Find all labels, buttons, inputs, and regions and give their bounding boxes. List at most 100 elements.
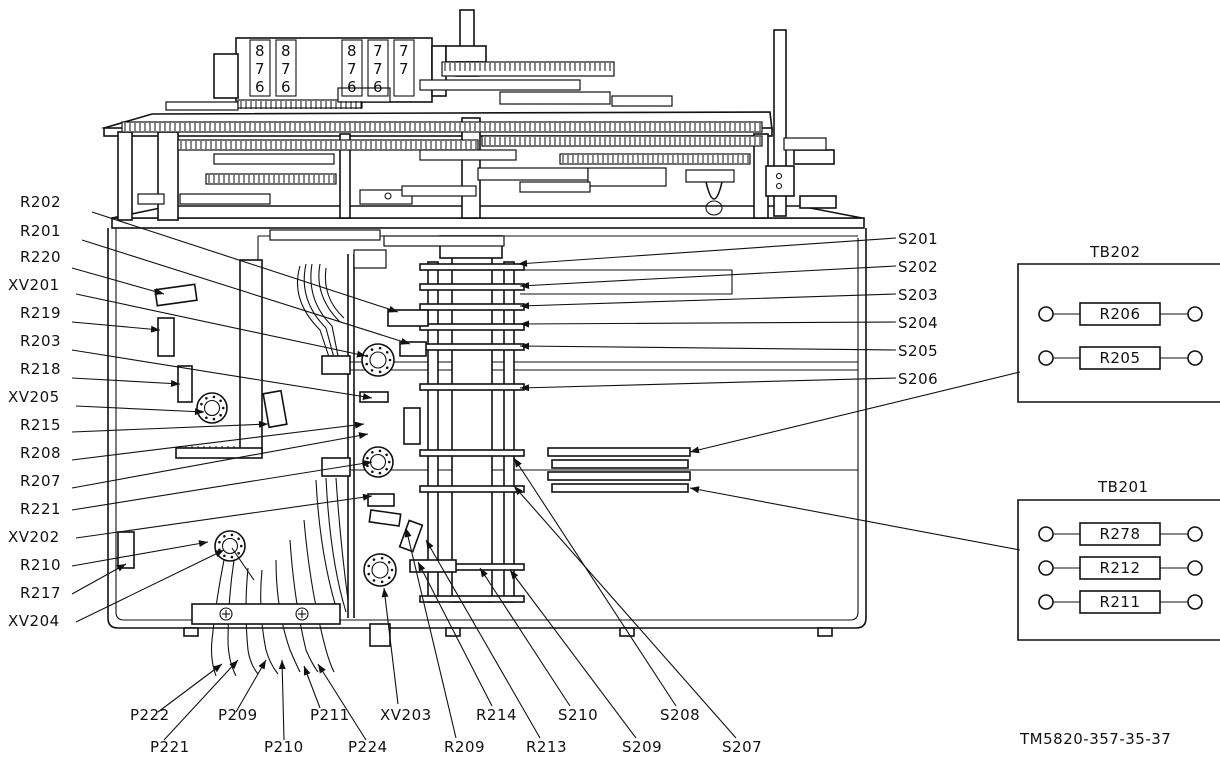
leader-xv205 (75, 405, 205, 416)
leader-s210 (479, 567, 571, 707)
counter-digit-bottom: 6 (281, 78, 291, 96)
counter-digit-bottom: 6 (373, 78, 383, 96)
leader-s202 (519, 265, 897, 290)
label-xv204: XV204 (8, 612, 60, 630)
label-r207: R207 (20, 472, 61, 490)
label-p211: P211 (310, 706, 350, 724)
label-r214: R214 (476, 706, 517, 724)
label-r218: R218 (20, 360, 61, 378)
label-s207: S207 (722, 738, 762, 756)
socket-xv204 (214, 530, 246, 562)
label-r206: R206 (1099, 305, 1140, 323)
label-r203: R203 (20, 332, 61, 350)
counter-digit-mid: 7 (399, 60, 409, 78)
leader-r217 (71, 563, 127, 595)
leader-tb202 (689, 371, 1021, 454)
label-s202: S202 (898, 258, 938, 276)
leader-r202 (91, 211, 399, 313)
wiring-harness (191, 263, 391, 677)
label-s210: S210 (558, 706, 598, 724)
counter-digit-mid: 7 (281, 60, 291, 78)
leader-r220 (71, 267, 165, 295)
leader-r209 (404, 527, 457, 739)
label-s201: S201 (898, 230, 938, 248)
tube-sockets (196, 343, 397, 587)
socket-xv201 (361, 343, 395, 377)
figure-id: TM5820-357-35-37 (1019, 730, 1171, 748)
label-r217: R217 (20, 584, 61, 602)
label-r212: R212 (1099, 559, 1140, 577)
socket-xv203 (363, 553, 397, 587)
tb201-title: TB201 (1097, 478, 1149, 496)
counter-digit-top: 7 (399, 42, 409, 60)
terminal-resistor-r211: R211 (1038, 590, 1203, 614)
label-r219: R219 (20, 304, 61, 322)
counter-digit-mid: 7 (255, 60, 265, 78)
label-r278: R278 (1099, 525, 1140, 543)
leader-r203 (71, 349, 373, 401)
label-p222: P222 (130, 706, 170, 724)
socket-xv205 (196, 392, 228, 424)
label-r221: R221 (20, 500, 61, 518)
label-xv203: XV203 (380, 706, 432, 724)
leader-p209 (235, 659, 267, 713)
leader-r201 (81, 239, 411, 345)
label-s205: S205 (898, 342, 938, 360)
leader-p211 (303, 665, 321, 709)
counter-digit-top: 8 (255, 42, 265, 60)
leader-p222 (157, 663, 223, 713)
leader-p210 (278, 659, 286, 741)
leader-r210 (71, 540, 209, 567)
counter-digit-bottom: 6 (255, 78, 265, 96)
label-r201: R201 (20, 222, 61, 240)
leader-r219 (71, 321, 161, 333)
label-s203: S203 (898, 286, 938, 304)
terminal-resistor-r212: R212 (1038, 556, 1203, 580)
label-xv202: XV202 (8, 528, 60, 546)
terminal-resistor-r206: R206 (1038, 302, 1203, 326)
label-r220: R220 (20, 248, 61, 266)
label-r211: R211 (1099, 593, 1140, 611)
label-s206: S206 (898, 370, 938, 388)
leader-r221 (71, 459, 373, 511)
label-s208: S208 (660, 706, 700, 724)
leader-s201 (517, 237, 897, 267)
leader-s206 (519, 377, 897, 392)
label-r210: R210 (20, 556, 61, 574)
left-callout-labels: R202R201R220XV201R219R203R218XV205R215R2… (8, 193, 61, 630)
label-r215: R215 (20, 416, 61, 434)
leader-r208 (71, 421, 365, 461)
counter-digit-mid: 7 (373, 60, 383, 78)
counter-digit-bottom: 6 (347, 78, 357, 96)
counter-digit-mid: 7 (347, 60, 357, 78)
label-s204: S204 (898, 314, 938, 332)
wafer-switch-stack (269, 229, 525, 603)
gear-teeth (124, 63, 761, 458)
leader-p221 (163, 659, 239, 741)
leader-s204 (519, 320, 897, 328)
leader-s207 (513, 485, 737, 739)
leader-s205 (519, 342, 897, 351)
label-p209: P209 (218, 706, 258, 724)
leader-r214 (417, 561, 493, 707)
terminal-boards (547, 447, 691, 493)
leader-r218 (71, 377, 181, 387)
terminal-resistor-r205: R205 (1038, 346, 1203, 370)
tb202-title: TB202 (1089, 243, 1141, 261)
counter-digit-top: 8 (281, 42, 291, 60)
chassis (107, 228, 867, 677)
leader-xv204 (75, 549, 225, 623)
leader-xv203 (381, 587, 399, 705)
counter-digit-top: 8 (347, 42, 357, 60)
label-xv201: XV201 (8, 276, 60, 294)
terminal-resistor-r278: R278 (1038, 522, 1203, 546)
counter-digit-top: 7 (373, 42, 383, 60)
leader-xv202 (75, 493, 373, 539)
leader-r207 (71, 432, 369, 489)
label-r205: R205 (1099, 349, 1140, 367)
